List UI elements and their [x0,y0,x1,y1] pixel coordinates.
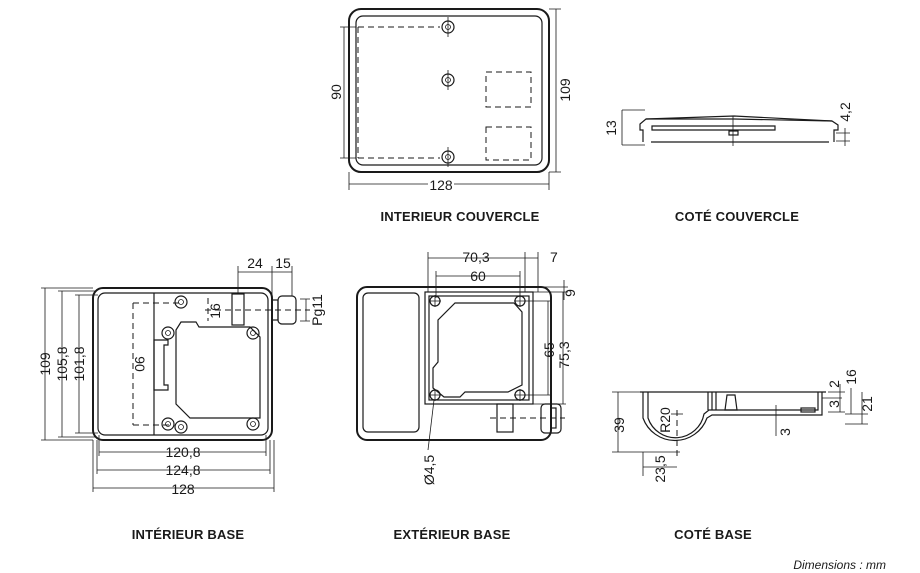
dim-side-2: 2 [826,380,842,388]
dim-cover-90: 90 [328,84,344,100]
caption-base-exterior: EXTÉRIEUR BASE [394,527,511,542]
dim-holes-60: 60 [470,268,486,284]
dim-cover-109: 109 [557,78,573,102]
screw-hole-icon [441,17,455,167]
dim-side-39: 39 [611,417,627,433]
caption-base-interior: INTÉRIEUR BASE [132,527,245,542]
caption-cover-side: COTÉ COUVERCLE [675,209,799,224]
base-exterior-view: 70,3 7 60 9 65 75,3 Ø4,5 [356,249,578,486]
dim-side-wall-3: 3 [777,428,793,436]
dim-side-r20: R20 [657,407,673,433]
dim-side-21: 21 [859,396,875,412]
dim-base-109: 109 [37,352,53,376]
dim-base-128: 128 [171,481,195,497]
dim-side-23-5: 23,5 [652,455,668,482]
dim-gland-pg11: Pg11 [309,294,325,326]
dim-side-16: 16 [843,369,859,385]
cover-interior-view: 90 109 128 [328,8,573,193]
cover-side-view: 13 4,2 [603,102,853,146]
dim-gland-24: 24 [247,255,263,271]
dim-side-3: 3 [826,400,842,408]
dim-base-105-8: 105,8 [54,346,70,381]
dim-hole-diameter: Ø4,5 [421,455,437,486]
dim-holes-65: 65 [541,342,557,358]
dim-base-124-8: 124,8 [165,462,200,478]
dim-plate-70-3: 70,3 [462,249,489,265]
dim-top-9: 9 [562,289,578,297]
dim-gland-15: 15 [275,255,291,271]
dim-gland-16: 16 [207,303,223,319]
dim-base-120-8: 120,8 [165,444,200,460]
units-note: Dimensions : mm [793,558,886,572]
dim-base-rail-90: 90 [132,356,148,372]
dim-base-101-8: 101,8 [71,346,87,381]
screw-hole-icon [161,295,260,434]
base-interior-view: 109 105,8 101,8 90 120,8 124,8 128 24 15… [37,255,325,497]
base-side-view: 39 R20 23,5 3 2 3 16 21 [611,369,875,483]
caption-base-side: COTÉ BASE [674,527,752,542]
dim-cover-128: 128 [429,177,453,193]
dim-cover-13: 13 [603,120,619,136]
caption-cover-interior: INTERIEUR COUVERCLE [380,209,539,224]
dim-offset-7: 7 [550,249,558,265]
dim-plate-75-3: 75,3 [556,341,572,368]
mounting-hole-icon [429,295,526,401]
dim-cover-4-2: 4,2 [837,102,853,122]
